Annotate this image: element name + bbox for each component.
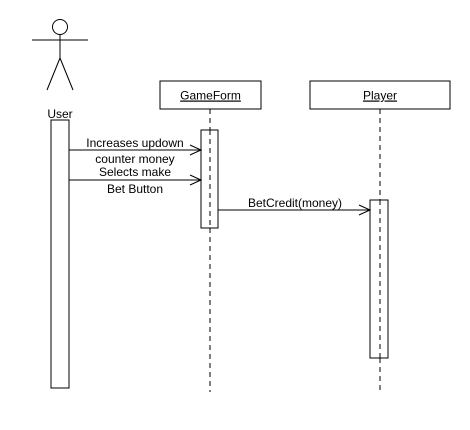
actor-user: User xyxy=(32,19,88,121)
message-1: Increases updown counter money xyxy=(69,136,203,166)
message-2-label-line-2: Bet Button xyxy=(107,182,163,196)
message-1-arrowhead xyxy=(189,144,203,156)
message-2: Selects make Bet Button xyxy=(69,165,203,196)
message-3: BetCredit(money) xyxy=(218,196,372,216)
actor-head xyxy=(52,19,68,35)
user-activation-bar xyxy=(50,119,70,389)
player-label: Player xyxy=(363,89,397,103)
actor-right-leg xyxy=(59,57,74,91)
lifeline-player: Player xyxy=(309,80,451,392)
actor-left-leg xyxy=(46,57,61,91)
message-1-label-line-1: Increases updown xyxy=(86,136,183,150)
player-activation-bar xyxy=(369,199,389,359)
gameform-header-box xyxy=(159,80,262,110)
message-3-label: BetCredit(money) xyxy=(248,196,342,210)
message-2-label-line-1: Selects make xyxy=(99,165,171,179)
message-1-label-line-2: counter money xyxy=(95,152,174,166)
message-3-arrowhead xyxy=(358,204,372,216)
actor-label: User xyxy=(47,107,72,121)
lifeline-gameform: GameForm xyxy=(159,80,262,392)
message-2-arrowhead xyxy=(189,174,203,186)
gameform-label: GameForm xyxy=(180,89,241,103)
player-header-box xyxy=(309,80,451,110)
